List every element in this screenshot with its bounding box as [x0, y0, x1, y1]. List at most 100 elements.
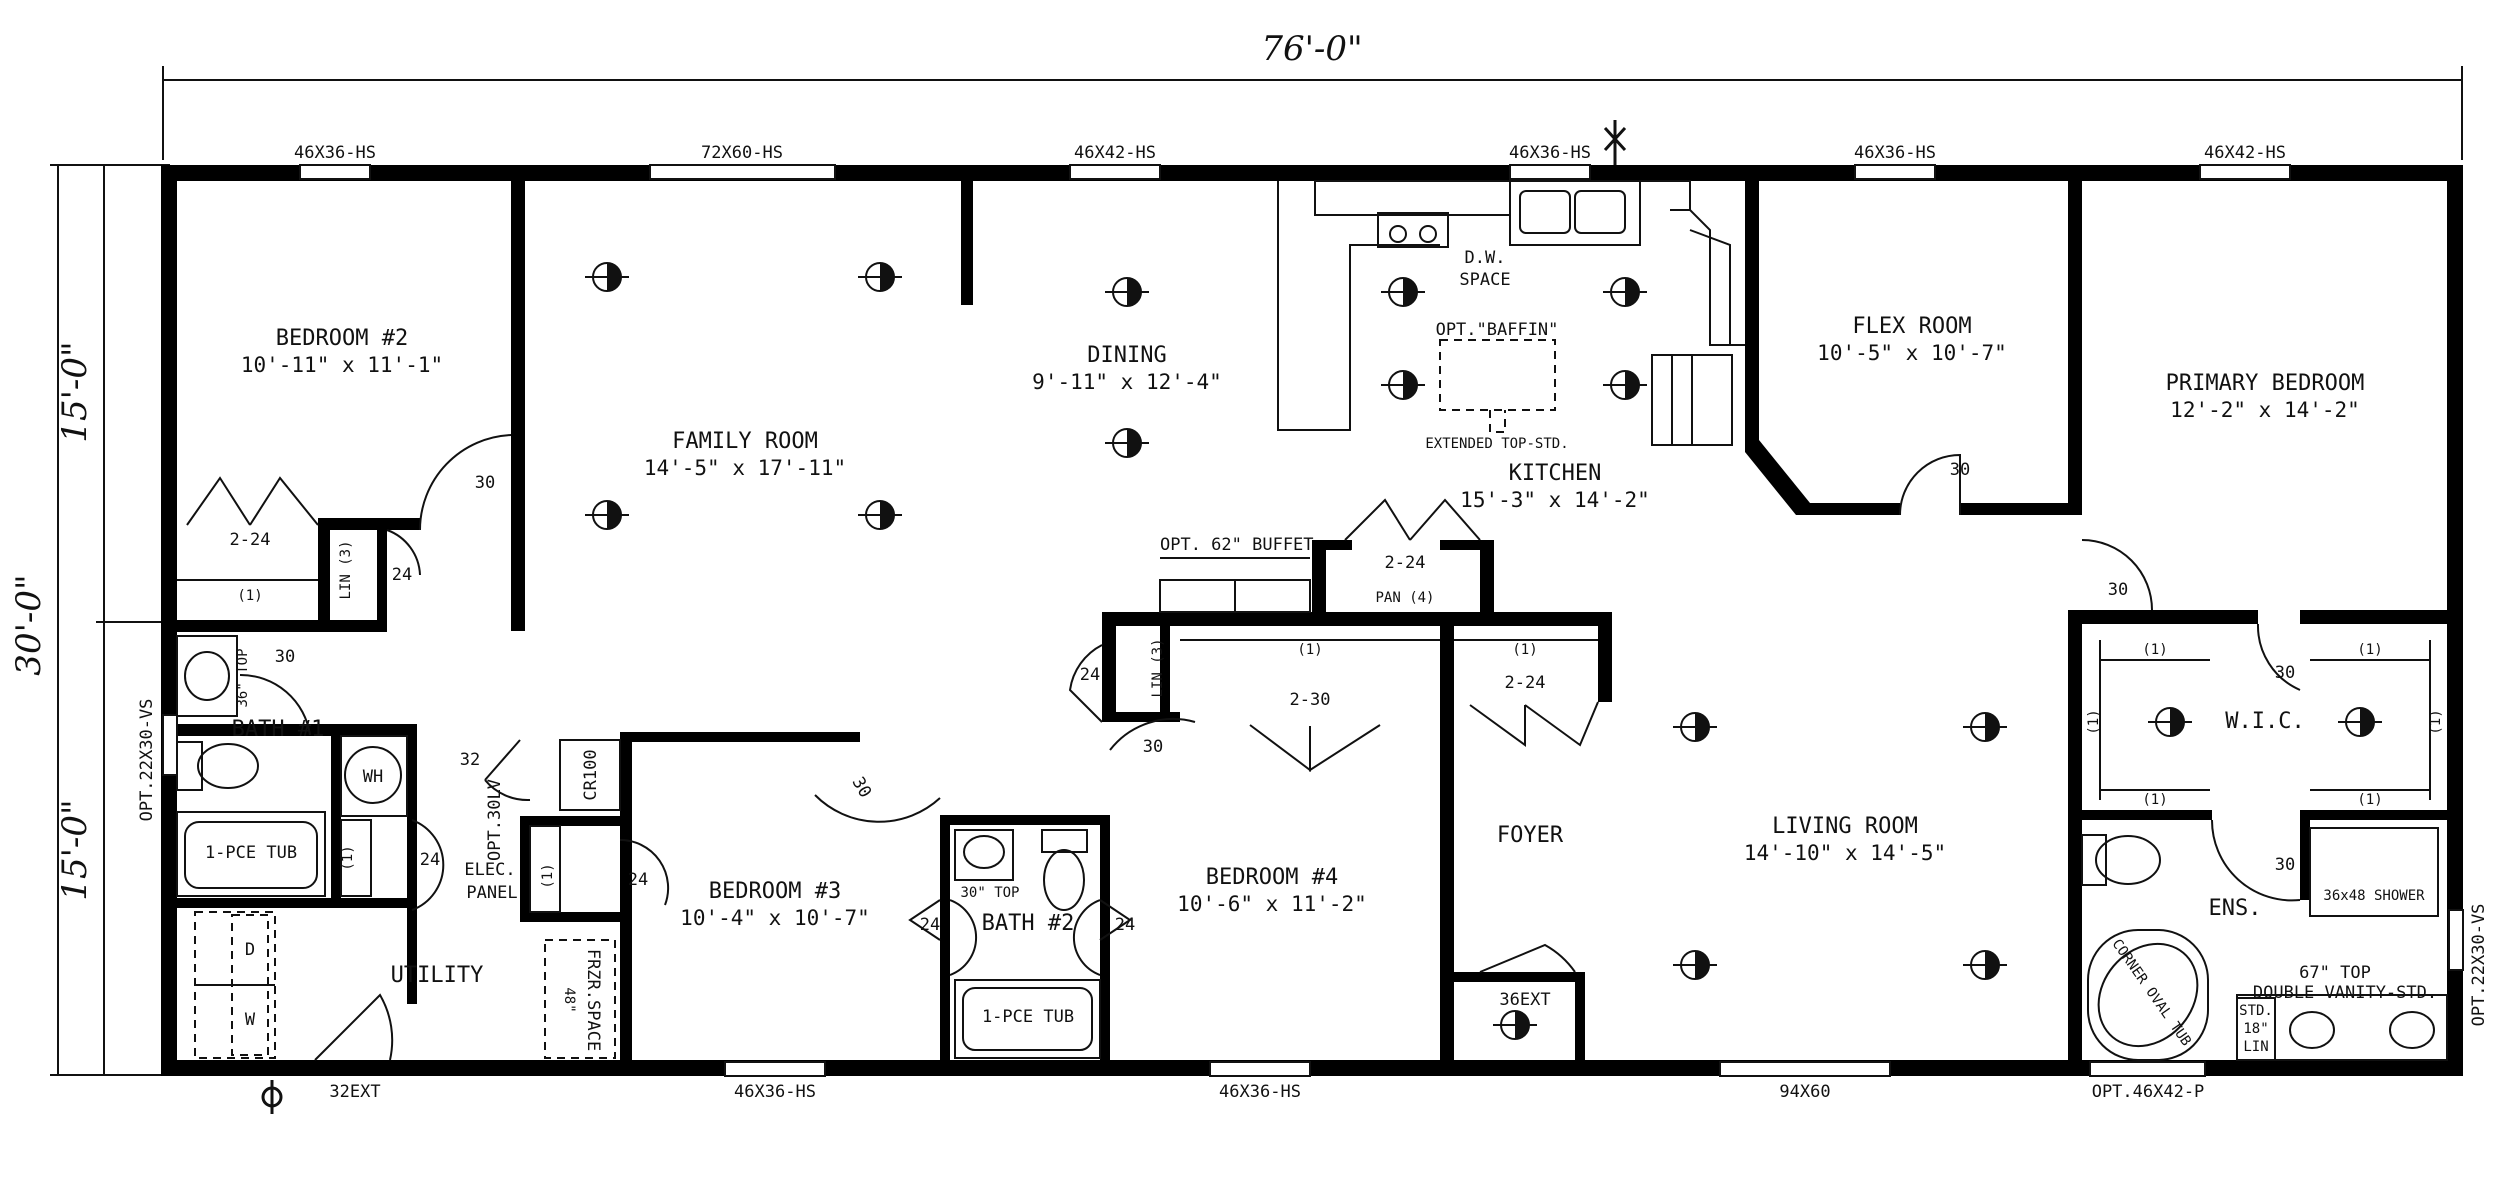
room-name: BEDROOM #3: [709, 879, 841, 904]
door-size-label: 30: [2275, 855, 2295, 875]
extended-top-label: EXTENDED TOP-STD.: [1425, 436, 1568, 452]
shower-label: 36x48 SHOWER: [2323, 888, 2425, 904]
door-swings: [186, 434, 2301, 1061]
window-label: 46X42-HS: [1074, 143, 1156, 163]
room-size: 10'-4" x 10'-7": [680, 906, 870, 930]
buffet-outline: [1159, 557, 1311, 613]
washer-label: W: [245, 1010, 256, 1030]
door-size-label: 32: [460, 750, 480, 770]
room-size: 9'-11" x 12'-4": [1032, 370, 1222, 394]
room-size: 15'-3" x 14'-2": [1460, 488, 1650, 512]
ext-door-label: 32EXT: [329, 1082, 380, 1102]
room-name: PRIMARY BEDROOM: [2166, 371, 2365, 396]
baffin-island-outline: [1439, 339, 1556, 411]
room-name: UTILITY: [391, 963, 484, 988]
frzr-label: 48": [561, 987, 577, 1012]
lower-half-dim-label: 15'-0": [55, 799, 95, 900]
door-size-label: 24: [392, 565, 412, 585]
window-label: OPT.22X30-VS: [2469, 904, 2489, 1027]
closet-label: 2-24: [1385, 553, 1426, 573]
shelf-label: (1): [2428, 709, 2444, 734]
window-label: 46X36-HS: [294, 143, 376, 163]
baffin-label: OPT."BAFFIN": [1436, 320, 1559, 340]
closet-shelves: [177, 579, 2431, 800]
room-name: FLEX ROOM: [1852, 314, 1971, 339]
door-size-label: 30: [848, 774, 876, 802]
windows: [162, 164, 2464, 1077]
shelf-label: (1): [540, 863, 556, 888]
room-name: FAMILY ROOM: [672, 429, 818, 454]
door-size-label: 30: [1950, 460, 1970, 480]
flex-angled-wall: [1745, 440, 1810, 515]
window-label: 72X60-HS: [701, 143, 783, 163]
window-label: OPT.46X42-P: [2092, 1082, 2205, 1102]
corner-tub-label: CORNER OVAL TUB: [2108, 936, 2194, 1049]
shelf-label: (1): [237, 588, 262, 604]
closet-label: 2-24: [230, 530, 271, 550]
room-name: BATH #2: [982, 911, 1075, 936]
elec-panel-label: PANEL: [466, 883, 517, 903]
std-lin-label: 18": [2243, 1021, 2268, 1037]
room-size: 10'-6" x 11'-2": [1177, 892, 1367, 916]
room-name: W.I.C.: [2225, 709, 2304, 734]
dw-space-label: SPACE: [1459, 270, 1510, 290]
lv-label: OPT.30LV: [485, 779, 505, 861]
wh-label: WH: [363, 767, 383, 787]
elec-panel-label: ELEC.: [464, 860, 515, 880]
std-lin-label: LIN: [2243, 1039, 2268, 1055]
window-label: 46X36-HS: [1509, 143, 1591, 163]
door-size-label: 30: [275, 647, 295, 667]
water-heater-icon: [344, 746, 402, 804]
window-label: 94X60: [1779, 1082, 1830, 1102]
door-size-label: 24: [1115, 915, 1135, 935]
hose-bib-icon: [1603, 120, 1627, 165]
room-size: 10'-11" x 11'-1": [241, 353, 443, 377]
dryer-label: D: [245, 940, 255, 960]
tub-label: 1-PCE TUB: [205, 843, 297, 863]
room-name: KITCHEN: [1509, 461, 1602, 486]
pantry-label: PAN (4): [1375, 590, 1434, 606]
sink-icon: [1519, 190, 1571, 234]
door-size-label: 24: [920, 915, 940, 935]
overall-dimension-lines: [50, 66, 2463, 1076]
room-name: BATH #1: [232, 717, 325, 742]
room-name: BEDROOM #2: [276, 326, 408, 351]
window-label: OPT.22X30-VS: [137, 699, 157, 822]
bath2-fixtures: [908, 829, 1132, 1059]
room-size: 12'-2" x 14'-2": [2170, 398, 2360, 422]
cr100-label: CR100: [581, 749, 601, 800]
lin-label: LIN (3): [338, 540, 354, 599]
door-size-label: 30: [2108, 580, 2128, 600]
tub-label: 1-PCE TUB: [982, 1007, 1074, 1027]
ext-door-label: 36EXT: [1499, 990, 1550, 1010]
kitchen-cabinets: [1277, 180, 1745, 446]
room-size: 14'-10" x 14'-5": [1744, 841, 1946, 865]
shelf-label: (1): [2357, 792, 2382, 808]
frzr-label: FRZR.SPACE: [583, 949, 603, 1051]
top-label: 36" TOP: [235, 648, 251, 707]
window-label: 46X36-HS: [1219, 1082, 1301, 1102]
door-size-label: 30: [2275, 663, 2295, 683]
door-size-label: 24: [420, 850, 440, 870]
door-size-label: 24: [1080, 665, 1100, 685]
window-label: 46X36-HS: [734, 1082, 816, 1102]
top-label: 30" TOP: [960, 885, 1019, 901]
closet-label: 2-24: [1505, 673, 1546, 693]
vanity-label: 67" TOP: [2299, 963, 2371, 983]
room-name: ENS.: [2209, 896, 2262, 921]
vanity-label: DOUBLE VANITY-STD.: [2253, 983, 2437, 1003]
overall-width-label: 76'-0": [1261, 29, 1362, 69]
window-label: 46X42-HS: [2204, 143, 2286, 163]
overall-depth-label: 30'-0": [9, 574, 49, 675]
shelf-label: (1): [1512, 642, 1537, 658]
hose-bib-icon: [261, 1080, 283, 1114]
door-size-label: 30: [1143, 737, 1163, 757]
room-name: BEDROOM #4: [1206, 865, 1338, 890]
ensuite-fixtures: [2081, 827, 2448, 1061]
window-label: 46X36-HS: [1854, 143, 1936, 163]
shelf-label: (1): [340, 845, 356, 870]
closet-label: 2-30: [1290, 690, 1331, 710]
room-name: FOYER: [1497, 823, 1564, 848]
room-size: 10'-5" x 10'-7": [1817, 341, 2007, 365]
